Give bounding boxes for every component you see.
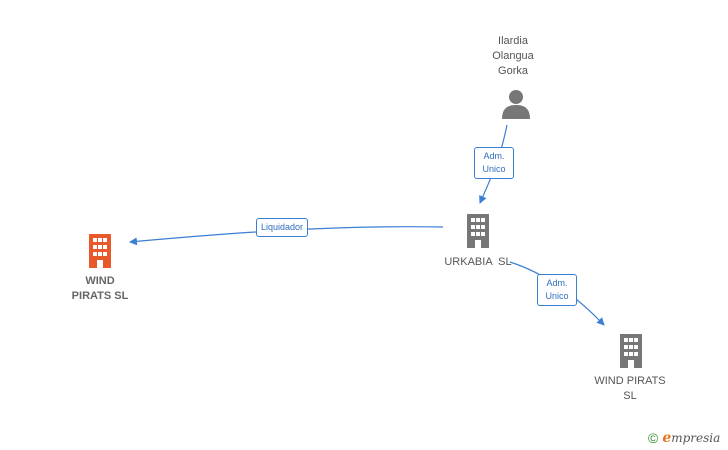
node-label-wind-pirats-sub[interactable]: WIND PIRATS SL	[594, 375, 666, 402]
edge-label-urkabia-to-wind-main: Liquidador	[256, 218, 309, 237]
node-label-wind-pirats-main[interactable]: WIND PIRATS SL	[71, 275, 129, 302]
person-icon[interactable]	[501, 89, 531, 119]
building-icon[interactable]	[616, 334, 646, 368]
copyright-symbol: ©	[648, 430, 659, 446]
brand-initial: e	[662, 430, 672, 446]
edge-label-urkabia-to-wind-sub: Adm. Unico	[537, 274, 577, 306]
brand-logo: © empresia	[648, 430, 720, 446]
node-label-urkabia[interactable]: URKABIA SL	[444, 256, 512, 268]
brand-name: empresia	[662, 430, 720, 446]
building-icon[interactable]	[85, 234, 115, 268]
edge-label-person-to-urkabia: Adm. Unico	[474, 147, 514, 179]
node-label-person[interactable]: Ilardia Olangua Gorka	[492, 35, 534, 77]
building-icon[interactable]	[463, 214, 493, 248]
brand-rest: mpresia	[671, 431, 721, 445]
